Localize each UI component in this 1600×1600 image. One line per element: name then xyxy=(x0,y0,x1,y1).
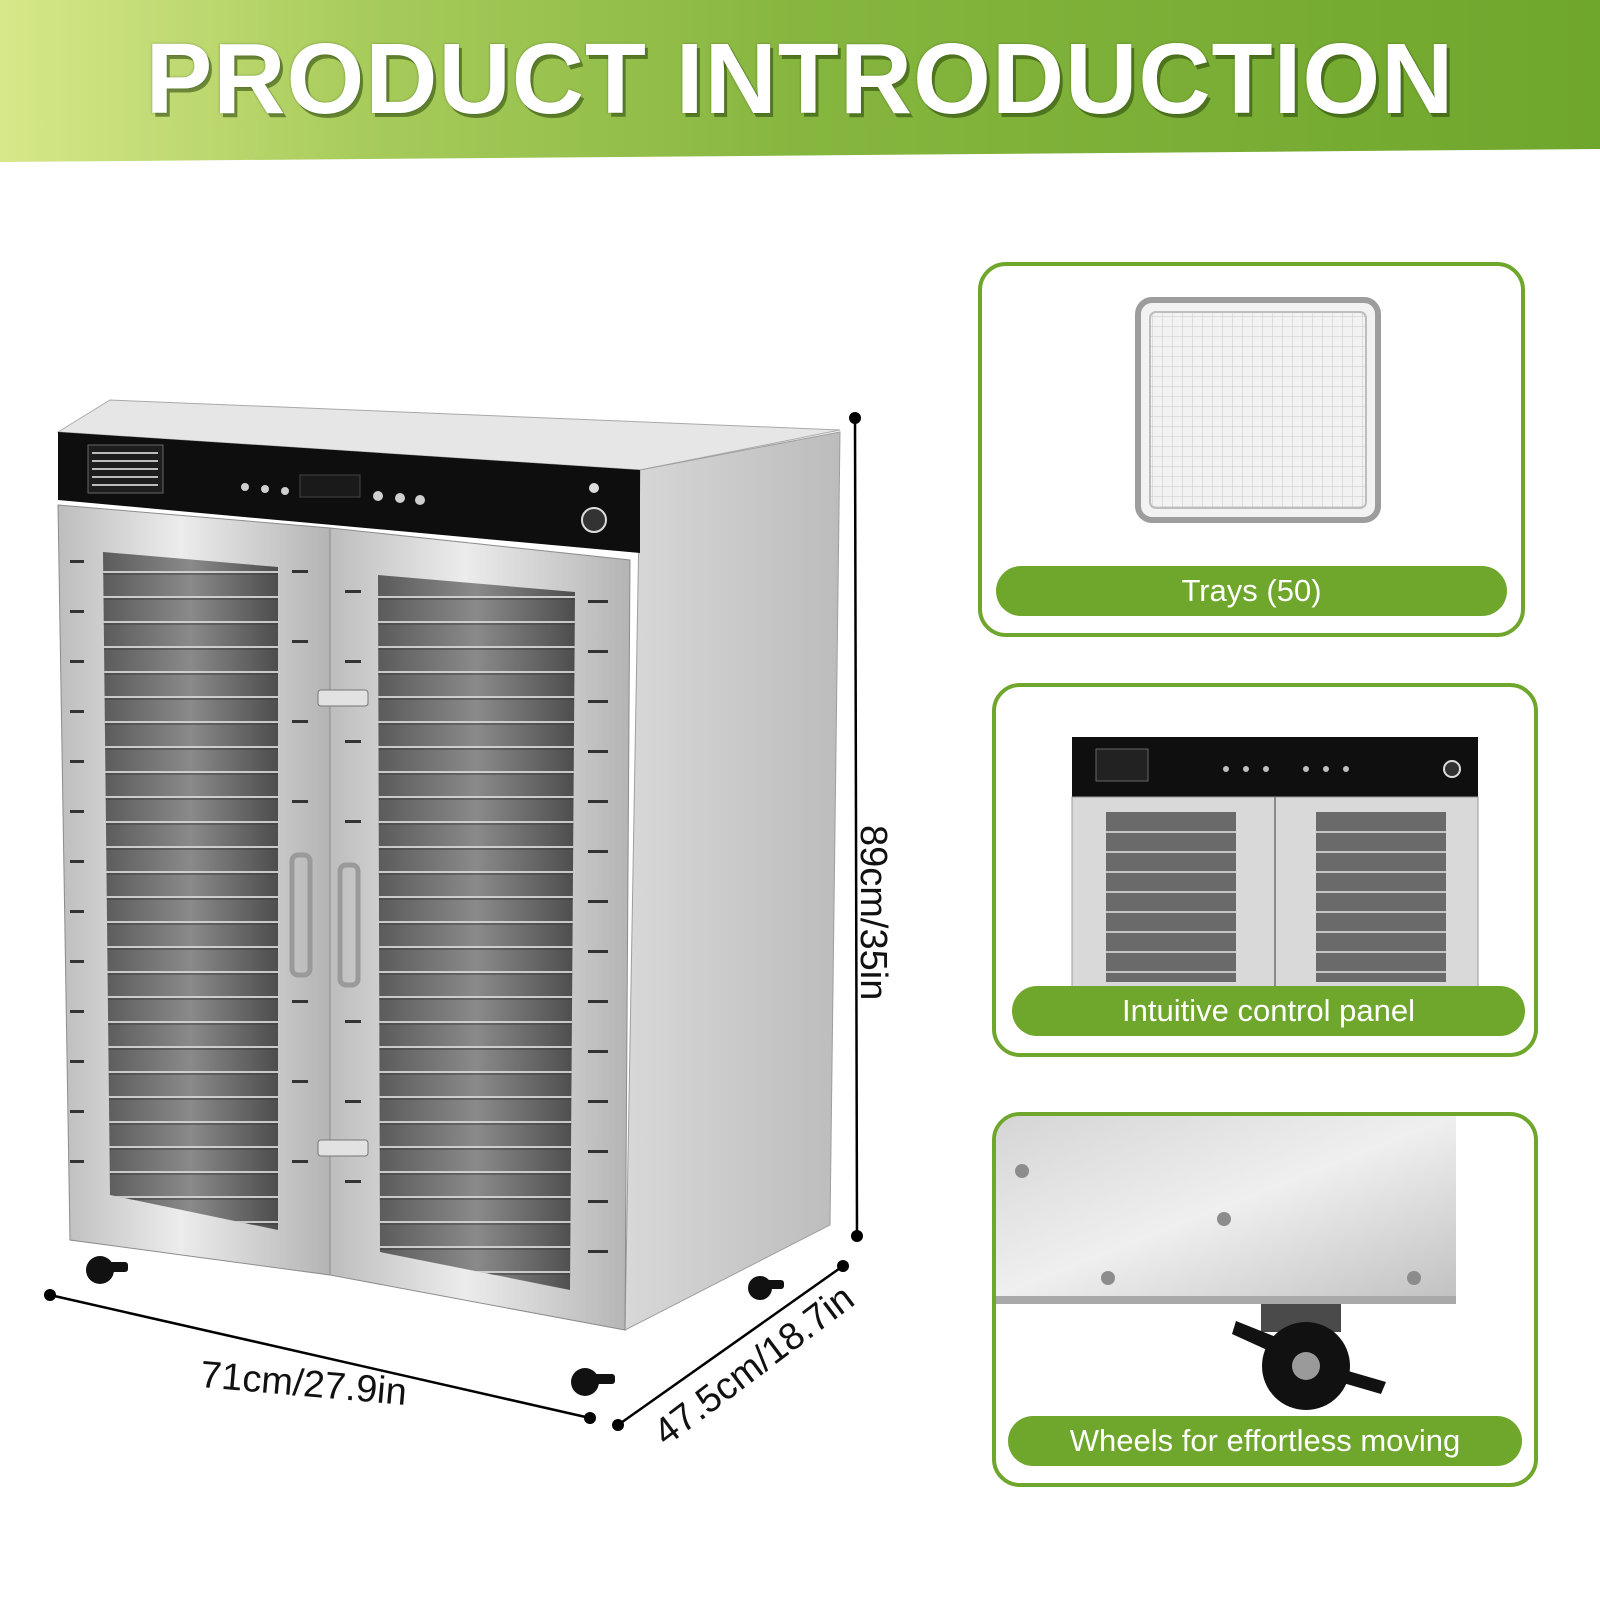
feature-label-control-panel: Intuitive control panel xyxy=(1012,986,1525,1036)
feature-label-wheels: Wheels for effortless moving xyxy=(1008,1416,1522,1466)
feature-card-wheels: Wheels for effortless moving xyxy=(992,1112,1538,1487)
header-banner: PRODUCT INTRODUCTION xyxy=(0,0,1600,162)
feature-card-trays: Trays (50) xyxy=(978,262,1525,637)
caster-wheel-icon xyxy=(996,1116,1456,1410)
dehydrator-front-icon xyxy=(1071,737,1479,988)
height-dimension-label: 89cm/35in xyxy=(852,825,894,1001)
feature-card-control-panel: Intuitive control panel xyxy=(992,683,1538,1057)
mesh-tray-icon xyxy=(1135,297,1381,523)
product-illustration: 89cm/35in 71cm/27.9in 47.5cm/18.7in xyxy=(0,380,960,1490)
feature-label-trays: Trays (50) xyxy=(996,566,1507,616)
dehydrator-cabinet-image xyxy=(44,399,863,1431)
page-title: PRODUCT INTRODUCTION xyxy=(145,23,1455,135)
